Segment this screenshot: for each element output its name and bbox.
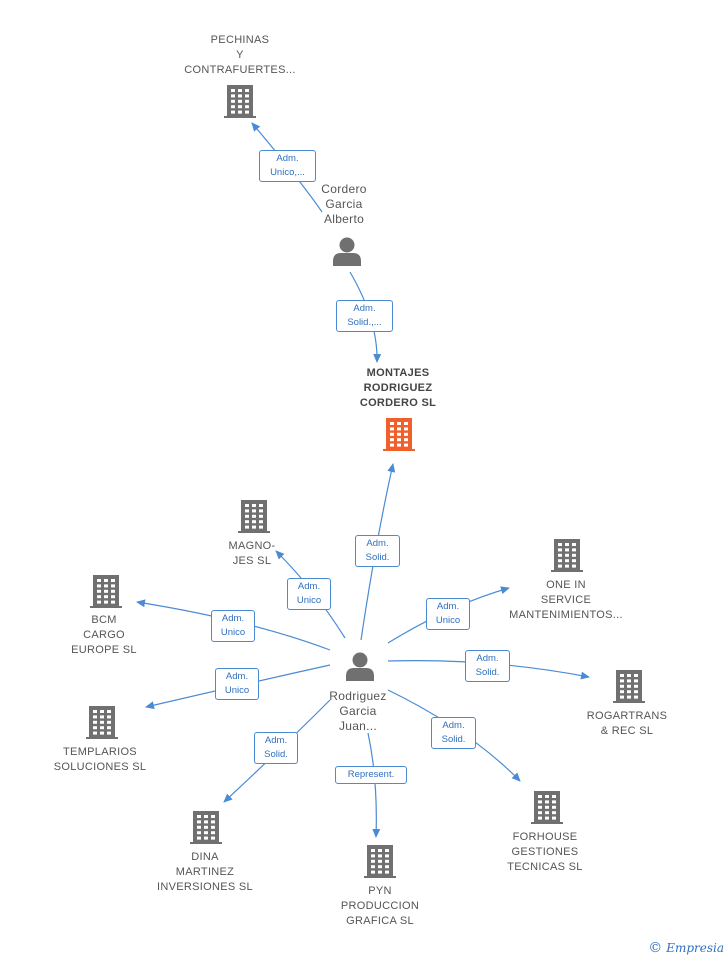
label-line: SERVICE bbox=[540, 594, 592, 606]
person-label-rodriguez[interactable]: Rodriguez Garcia Juan... bbox=[329, 689, 386, 734]
label-line: PYN bbox=[368, 885, 392, 897]
company-label-rogartrans[interactable]: ROGARTRANS & REC SL bbox=[587, 709, 667, 739]
person-icon-rodriguez[interactable] bbox=[346, 652, 374, 682]
label-line: SOLUCIONES SL bbox=[53, 761, 147, 773]
building-icon-magnojes[interactable] bbox=[238, 500, 270, 533]
role-line: Solid.,... bbox=[347, 317, 382, 328]
role-line: Adm. bbox=[276, 153, 299, 164]
company-label-templarios[interactable]: TEMPLARIOS SOLUCIONES SL bbox=[54, 745, 147, 775]
company-label-onein[interactable]: ONE IN SERVICE MANTENIMIENTOS... bbox=[509, 578, 623, 623]
label-line: MONTAJES bbox=[366, 367, 430, 379]
brand-name: Empresia bbox=[666, 941, 724, 955]
role-box-rodriguez-magnojes[interactable]: Adm. Unico bbox=[287, 578, 331, 610]
role-line: Unico bbox=[296, 595, 322, 606]
label-line: RODRIGUEZ bbox=[363, 382, 433, 394]
role-line: Adm. bbox=[436, 601, 460, 612]
label-line: DINA bbox=[191, 851, 219, 863]
building-icon-pechinas[interactable] bbox=[224, 85, 256, 118]
label-line: CARGO bbox=[83, 629, 125, 641]
label-line: MARTINEZ bbox=[175, 866, 235, 878]
label-line: Juan... bbox=[338, 719, 378, 733]
label-line: JES SL bbox=[232, 555, 272, 567]
brand-footer[interactable]: ©Empresia bbox=[648, 940, 724, 956]
label-line: MANTENIMIENTOS... bbox=[509, 609, 623, 621]
person-label-cordero[interactable]: Cordero Garcia Alberto bbox=[321, 182, 366, 227]
label-line: FORHOUSE bbox=[512, 831, 578, 843]
building-icon-center[interactable] bbox=[383, 418, 415, 451]
role-line: Adm. bbox=[442, 720, 465, 731]
label-line: TECNICAS SL bbox=[507, 861, 583, 873]
label-line: GESTIONES bbox=[511, 846, 579, 858]
role-line: Adm. bbox=[264, 735, 288, 746]
role-box-rodriguez-montajes[interactable]: Adm. Solid. bbox=[355, 535, 400, 567]
role-box-rodriguez-onein[interactable]: Adm. Unico bbox=[426, 598, 470, 630]
label-line: MAGNO- bbox=[228, 540, 276, 552]
building-icon-bcm[interactable] bbox=[90, 575, 122, 608]
label-line: ONE IN bbox=[546, 579, 586, 591]
company-label-forhouse[interactable]: FORHOUSE GESTIONES TECNICAS SL bbox=[507, 830, 582, 875]
company-label-dina[interactable]: DINA MARTINEZ INVERSIONES SL bbox=[157, 850, 253, 895]
label-line: BCM bbox=[91, 614, 117, 626]
role-line: Adm. bbox=[366, 538, 389, 549]
role-line: Represent. bbox=[347, 769, 395, 780]
building-icon-dina[interactable] bbox=[190, 811, 222, 844]
label-line: TEMPLARIOS bbox=[63, 746, 137, 758]
role-line: Unico bbox=[435, 615, 461, 626]
role-line: Adm. bbox=[353, 303, 376, 314]
company-label-pyn[interactable]: PYN PRODUCCION GRAFICA SL bbox=[341, 884, 419, 929]
role-line: Solid. bbox=[441, 734, 466, 745]
label-line: Cordero bbox=[321, 182, 367, 196]
role-line: Solid. bbox=[365, 552, 390, 563]
building-icon-pyn[interactable] bbox=[364, 845, 396, 878]
label-line: PRODUCCION bbox=[340, 900, 420, 912]
role-box-rodriguez-rogartrans[interactable]: Adm. Solid. bbox=[465, 650, 510, 682]
company-label-magnojes[interactable]: MAGNO- JES SL bbox=[228, 539, 275, 569]
role-box-rodriguez-forhouse[interactable]: Adm. Solid. bbox=[431, 717, 476, 749]
building-icon-onein[interactable] bbox=[551, 539, 583, 572]
person-icon-cordero[interactable] bbox=[333, 237, 361, 267]
label-line: GRAFICA SL bbox=[346, 915, 414, 927]
label-line: Y bbox=[236, 49, 244, 61]
label-line: ROGARTRANS bbox=[586, 710, 668, 722]
label-line: Garcia bbox=[339, 704, 377, 718]
role-box-rodriguez-dina[interactable]: Adm. Solid. bbox=[254, 732, 298, 764]
label-line: PECHINAS bbox=[210, 34, 270, 46]
edge-rodriguez-pyn[interactable] bbox=[367, 732, 381, 838]
company-label-bcm[interactable]: BCM CARGO EUROPE SL bbox=[71, 613, 137, 658]
role-line: Unico bbox=[224, 685, 250, 696]
label-line: Alberto bbox=[323, 212, 365, 226]
building-icon-rogartrans[interactable] bbox=[613, 670, 645, 703]
role-line: Solid. bbox=[264, 749, 288, 760]
copyright-icon: © bbox=[648, 940, 663, 956]
label-line: INVERSIONES SL bbox=[157, 881, 253, 893]
building-icon-templarios[interactable] bbox=[86, 706, 118, 739]
role-box-cordero-pechinas[interactable]: Adm. Unico,... bbox=[259, 150, 316, 182]
role-line: Adm. bbox=[297, 581, 321, 592]
role-line: Adm. bbox=[476, 653, 499, 664]
building-icon-forhouse[interactable] bbox=[531, 791, 563, 824]
role-box-rodriguez-pyn[interactable]: Represent. bbox=[335, 766, 407, 784]
label-line: & REC SL bbox=[600, 725, 654, 737]
role-box-cordero-montajes[interactable]: Adm. Solid.,... bbox=[336, 300, 393, 332]
role-line: Adm. bbox=[221, 613, 245, 624]
role-line: Unico,... bbox=[270, 167, 305, 178]
label-line: Garcia bbox=[325, 197, 363, 211]
role-box-rodriguez-bcm[interactable]: Adm. Unico bbox=[211, 610, 255, 642]
role-line: Adm. bbox=[225, 671, 249, 682]
label-line: CONTRAFUERTES... bbox=[184, 64, 296, 76]
center-company-label[interactable]: MONTAJES RODRIGUEZ CORDERO SL bbox=[360, 366, 436, 411]
role-line: Solid. bbox=[475, 667, 500, 678]
company-label-pechinas[interactable]: PECHINAS Y CONTRAFUERTES... bbox=[184, 33, 296, 78]
role-box-rodriguez-templarios[interactable]: Adm. Unico bbox=[215, 668, 259, 700]
label-line: Rodriguez bbox=[329, 689, 387, 703]
label-line: EUROPE SL bbox=[71, 644, 137, 656]
role-line: Unico bbox=[220, 627, 246, 638]
label-line: CORDERO SL bbox=[359, 397, 437, 409]
